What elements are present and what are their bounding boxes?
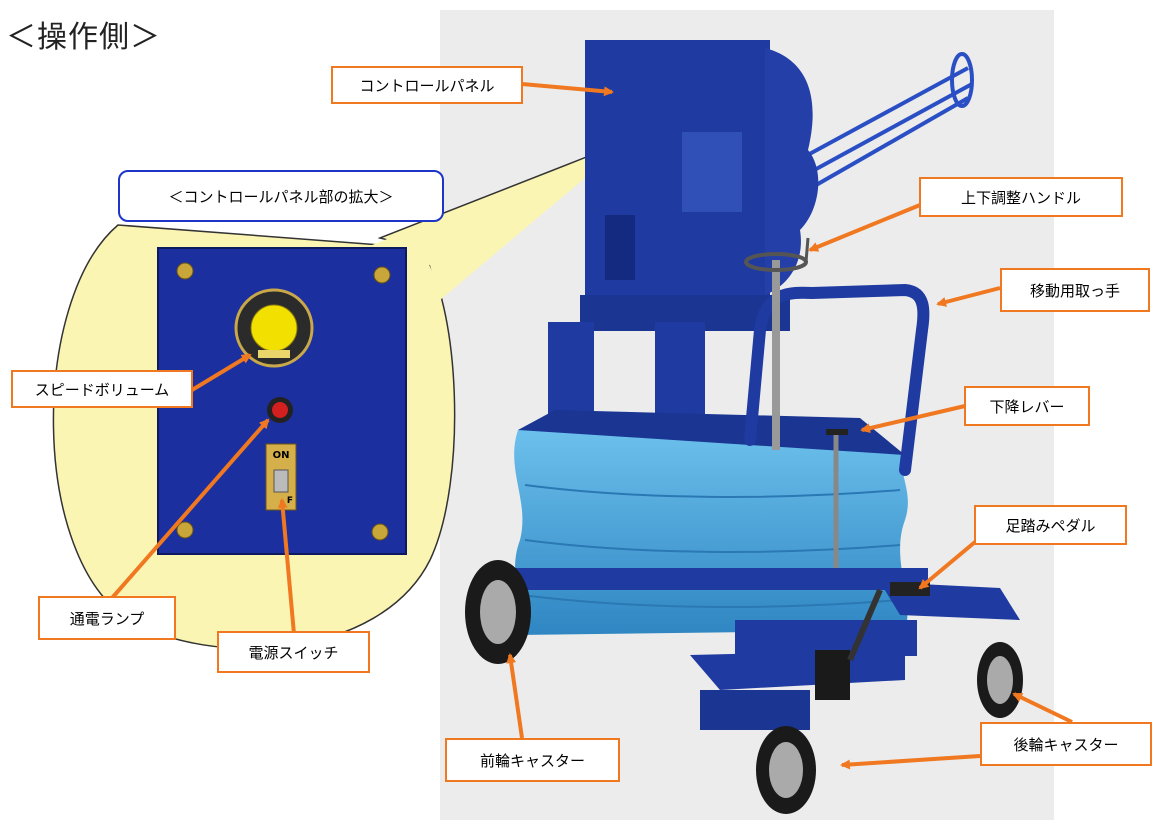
control-panel-zoom: ON F: [157, 247, 407, 555]
callout-power-switch: 電源スイッチ: [217, 631, 370, 673]
callout-foot-pedal: 足踏みペダル: [974, 505, 1127, 545]
callout-rear-caster: 後輪キャスター: [980, 722, 1152, 766]
callout-height-handle: 上下調整ハンドル: [919, 177, 1123, 217]
switch-off-text: F: [287, 496, 293, 506]
front-wheel-icon: [465, 560, 531, 664]
power-lamp-icon: [267, 397, 293, 423]
callout-speed-volume: スピードボリューム: [11, 370, 193, 408]
rear-wheel-front-icon: [756, 726, 816, 814]
callout-control-panel: コントロールパネル: [331, 66, 523, 104]
rear-wheel-right-icon: [977, 642, 1023, 718]
pitching-machine: [465, 40, 1023, 814]
switch-on-text: ON: [273, 450, 290, 461]
callout-lower-lever: 下降レバー: [964, 386, 1090, 426]
speed-dial-icon: [234, 288, 314, 368]
page-title: ＜操作側＞: [6, 20, 161, 55]
callout-power-lamp: 通電ランプ: [38, 596, 176, 640]
callout-front-caster: 前輪キャスター: [445, 738, 620, 782]
callout-move-handle: 移動用取っ手: [1000, 268, 1150, 312]
zoom-caption: ＜コントロールパネル部の拡大＞: [118, 170, 444, 222]
leader-arrows: [110, 82, 1073, 770]
